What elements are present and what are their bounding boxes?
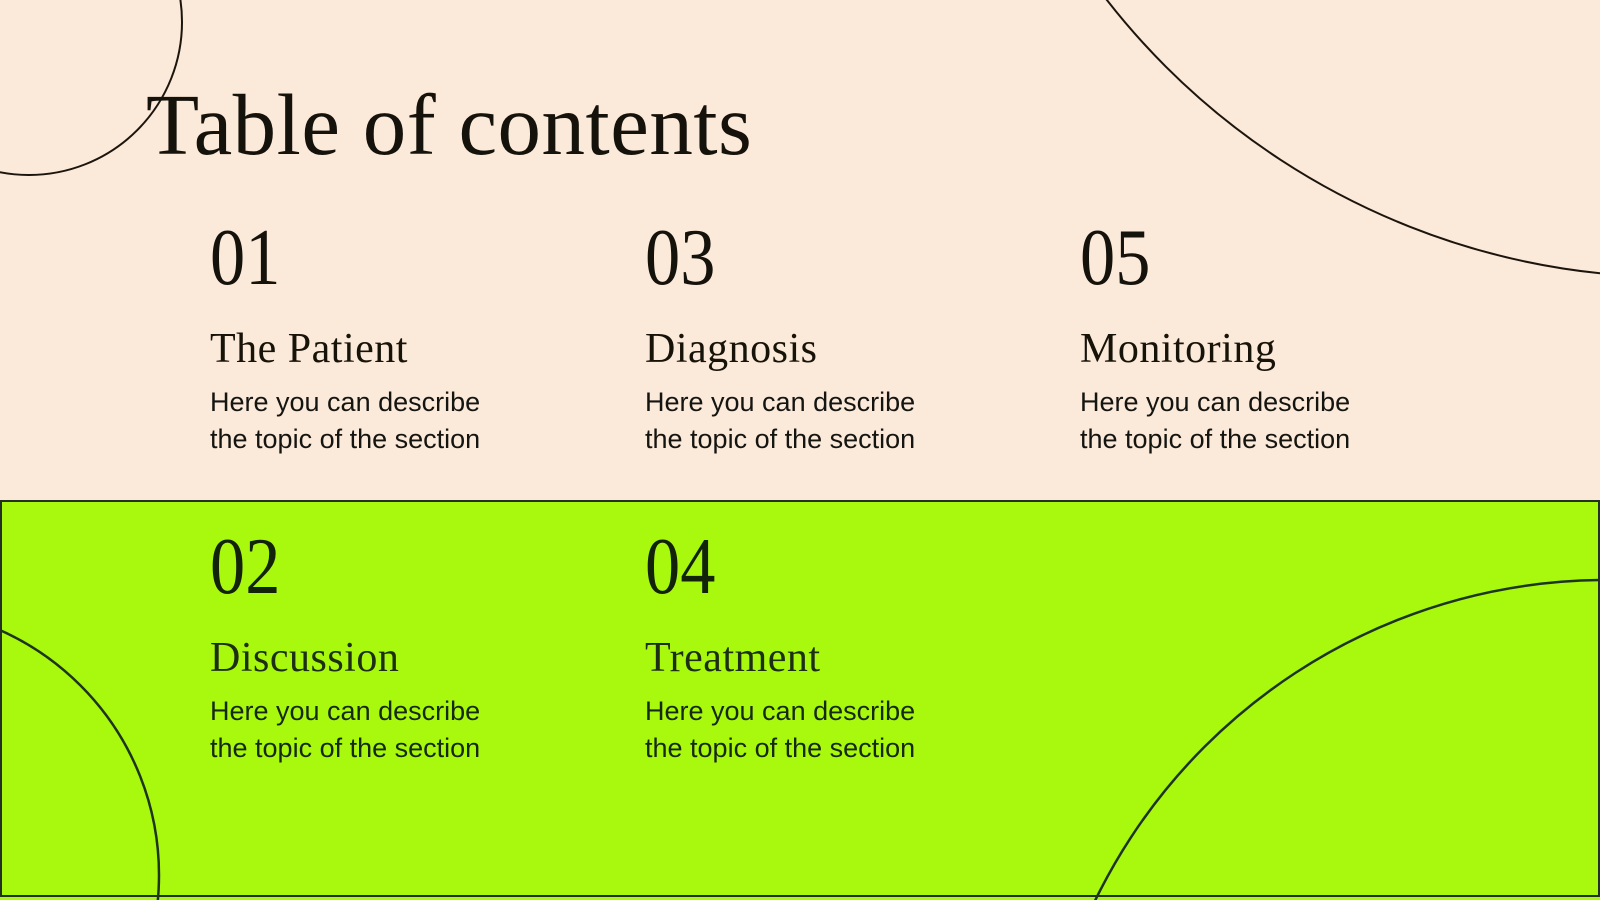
item-number: 04 — [645, 523, 716, 611]
item-number: 03 — [645, 214, 716, 302]
item-description-line: the topic of the section — [210, 733, 481, 764]
item-description: Here you can describe the topic of the s… — [1080, 384, 1430, 458]
item-title: Diagnosis — [645, 326, 818, 372]
item-title: Discussion — [210, 635, 400, 681]
item-title: The Patient — [210, 326, 408, 372]
item-description-line: Here you can describe — [645, 387, 916, 418]
item-number: 01 — [210, 214, 281, 302]
item-description-line: the topic of the section — [645, 424, 916, 455]
item-description-line: Here you can describe — [645, 696, 916, 727]
slide-title: Table of contents — [146, 76, 753, 173]
toc-item-01: 01 The Patient Here you can describe the… — [210, 218, 560, 458]
item-description-line: the topic of the section — [1080, 424, 1351, 455]
item-description-line: the topic of the section — [645, 733, 916, 764]
item-description-line: the topic of the section — [210, 424, 481, 455]
item-number: 02 — [210, 523, 281, 611]
toc-item-03: 03 Diagnosis Here you can describe the t… — [645, 218, 995, 458]
item-description-line: Here you can describe — [210, 696, 481, 727]
item-title: Treatment — [645, 635, 821, 681]
item-description: Here you can describe the topic of the s… — [210, 384, 560, 458]
item-description: Here you can describe the topic of the s… — [645, 693, 995, 767]
item-description: Here you can describe the topic of the s… — [210, 693, 560, 767]
toc-item-04: 04 Treatment Here you can describe the t… — [645, 527, 995, 767]
item-title: Monitoring — [1080, 326, 1277, 372]
item-description: Here you can describe the topic of the s… — [645, 384, 995, 458]
item-number: 05 — [1080, 214, 1151, 302]
item-description-line: Here you can describe — [1080, 387, 1351, 418]
item-description-line: Here you can describe — [210, 387, 481, 418]
toc-item-05: 05 Monitoring Here you can describe the … — [1080, 218, 1430, 458]
toc-item-02: 02 Discussion Here you can describe the … — [210, 527, 560, 767]
